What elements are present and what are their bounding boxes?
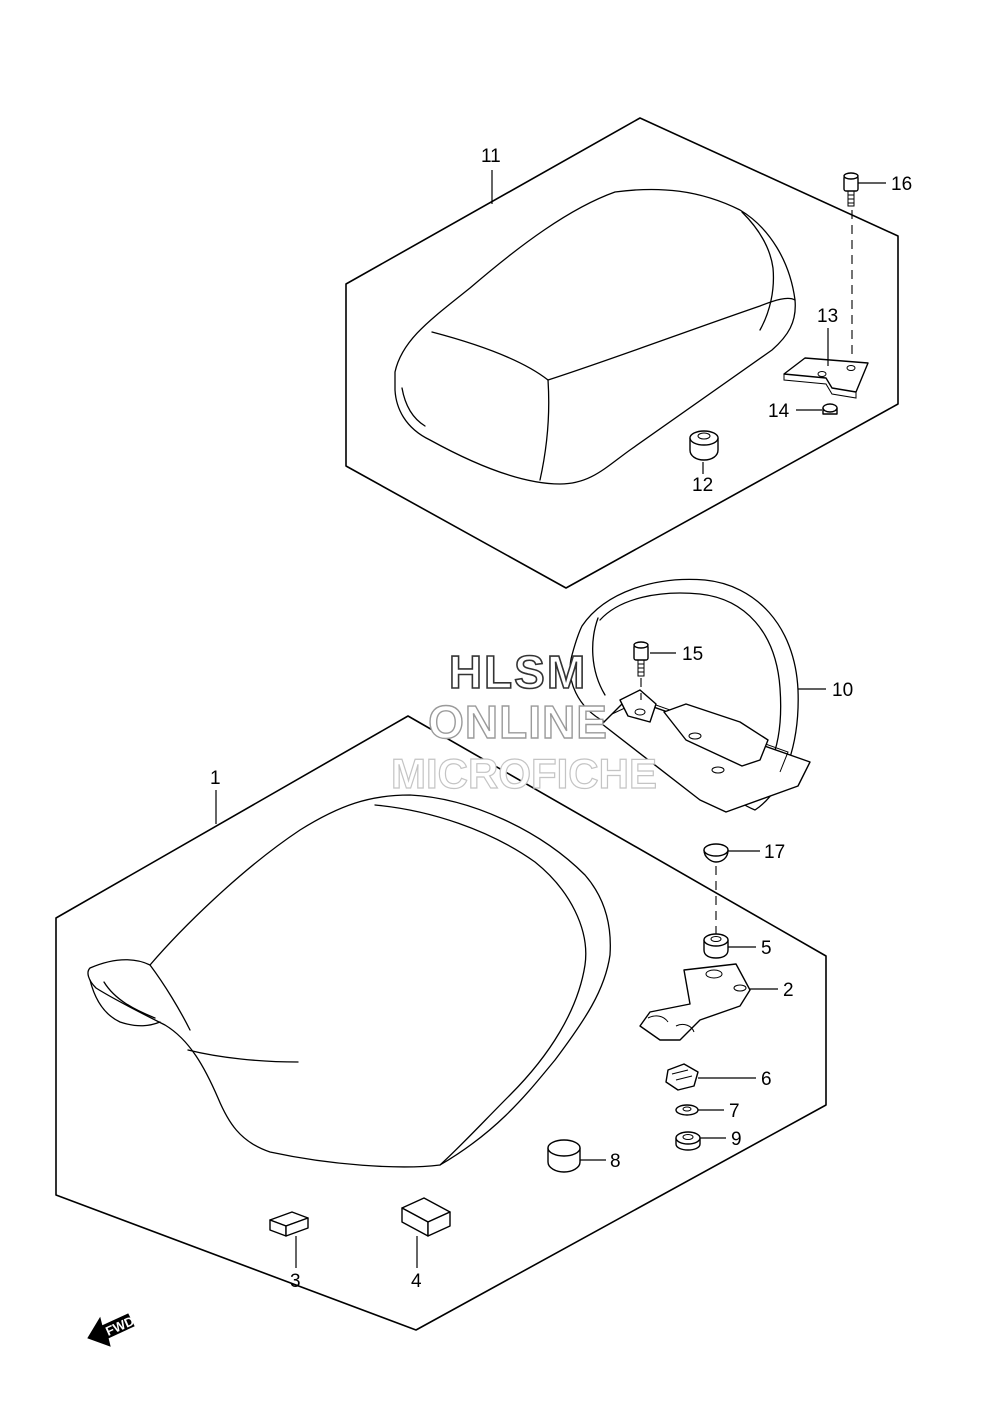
fwd-arrow-icon: FWD xyxy=(87,1313,136,1347)
part-2-bracket[interactable] xyxy=(639,963,751,1041)
part-7-washer[interactable] xyxy=(675,1104,699,1116)
part-3-block[interactable] xyxy=(269,1211,309,1237)
part-16-bolt[interactable] xyxy=(843,172,859,207)
part-5-grommet[interactable] xyxy=(703,933,729,959)
part-17[interactable] xyxy=(703,843,729,863)
callout-1: 1 xyxy=(210,768,221,789)
part-14-nut[interactable] xyxy=(822,403,838,415)
watermark: HLSM ONLINE MICROFICHE xyxy=(390,645,657,797)
callout-8: 8 xyxy=(610,1151,621,1172)
watermark-line2: ONLINE xyxy=(428,696,608,748)
watermark-line3: MICROFICHE xyxy=(391,750,657,797)
callout-7: 7 xyxy=(729,1101,740,1122)
callout-labels: 11 16 13 14 12 15 10 1 17 5 2 6 7 9 8 3 … xyxy=(210,146,912,1292)
front-seat-group-outline xyxy=(55,715,827,1331)
callout-16: 16 xyxy=(891,174,912,195)
callout-2: 2 xyxy=(783,980,794,1001)
part-15-bolt[interactable] xyxy=(633,641,649,677)
part-4-block[interactable] xyxy=(401,1197,451,1237)
callout-6: 6 xyxy=(761,1069,772,1090)
front-seat-1[interactable] xyxy=(87,794,611,1168)
callout-4: 4 xyxy=(411,1271,422,1292)
backrest-10[interactable] xyxy=(569,578,811,813)
leader-lines xyxy=(215,170,886,1268)
callout-9: 9 xyxy=(731,1129,742,1150)
callout-17: 17 xyxy=(764,842,785,863)
part-12-cushion[interactable] xyxy=(689,430,719,461)
callout-13: 13 xyxy=(817,306,838,327)
rear-seat-group-outline xyxy=(345,117,899,589)
callout-14: 14 xyxy=(768,401,790,422)
part-13-bracket[interactable] xyxy=(783,357,869,399)
callout-5: 5 xyxy=(761,938,772,959)
part-9-nut[interactable] xyxy=(675,1131,701,1151)
callout-12: 12 xyxy=(692,475,713,496)
fwd-label: FWD xyxy=(103,1313,136,1339)
callout-15: 15 xyxy=(682,644,703,665)
watermark-line1: HLSM xyxy=(449,646,587,698)
callout-11: 11 xyxy=(481,146,501,167)
part-6-clip[interactable] xyxy=(665,1063,699,1091)
part-8-cap[interactable] xyxy=(547,1139,581,1173)
rear-seat-11[interactable] xyxy=(394,188,796,485)
callout-3: 3 xyxy=(290,1271,301,1292)
callout-10: 10 xyxy=(832,680,853,701)
